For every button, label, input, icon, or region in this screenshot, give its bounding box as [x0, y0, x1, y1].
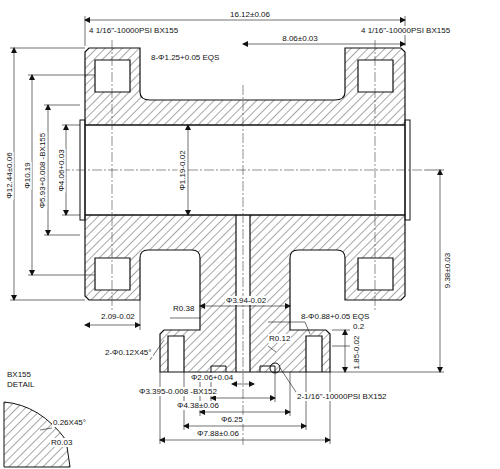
dimension-label: 4 1/16"-10000PSI BX155: [360, 26, 451, 35]
dimension-label: BX155: [6, 370, 32, 379]
dimension-label: 8-Φ0.88+0.05 EQS: [300, 312, 370, 321]
dimension-label: Φ1.19-0.02: [178, 149, 187, 191]
dimension-label: Φ7.88±0.06: [196, 429, 240, 438]
dimension-label: 1.85-0.02: [353, 334, 362, 370]
dimension-label: Φ6.25: [220, 415, 244, 424]
dimension-label: 2-Φ0.12X45°: [104, 348, 153, 357]
dimension-label: Φ4.38±0.06: [176, 401, 220, 410]
dimension-label: R0.03: [50, 438, 73, 447]
dimension-label: Φ12.44±0.06: [5, 151, 14, 199]
dimension-label: 0.2: [352, 322, 365, 331]
dimension-label: 9.38±0.03: [444, 251, 453, 289]
dimension-label: Φ2.06+0.04: [190, 373, 234, 382]
dimension-label: DETAIL: [6, 380, 35, 389]
dimension-label: 4 1/16"-10000PSI BX155: [88, 26, 179, 35]
dimension-label: Φ10.19: [23, 161, 32, 189]
dimension-label: Φ4.06+0.03: [56, 148, 65, 192]
dimension-label: 2-1/16"-10000PSI BX152: [296, 392, 388, 401]
dimension-label: 16.12±0.06: [229, 10, 271, 19]
dimension-label: 2.09-0.02: [100, 312, 136, 321]
dimension-label: 8-Φ1.25+0.05 EQS: [150, 53, 220, 62]
dimension-label: 8.06±0.03: [281, 34, 319, 43]
dimension-label: Φ3.94-0.02: [225, 296, 267, 305]
dimension-label: 0.26X45°: [52, 418, 87, 427]
dimension-label: Φ3.395-0.008 -BX152: [138, 387, 218, 396]
dimension-label: R0.38: [172, 304, 195, 313]
dimension-label: R0.12: [268, 334, 291, 343]
dimension-label: Φ5.93+0.008 -BX155: [39, 131, 48, 209]
